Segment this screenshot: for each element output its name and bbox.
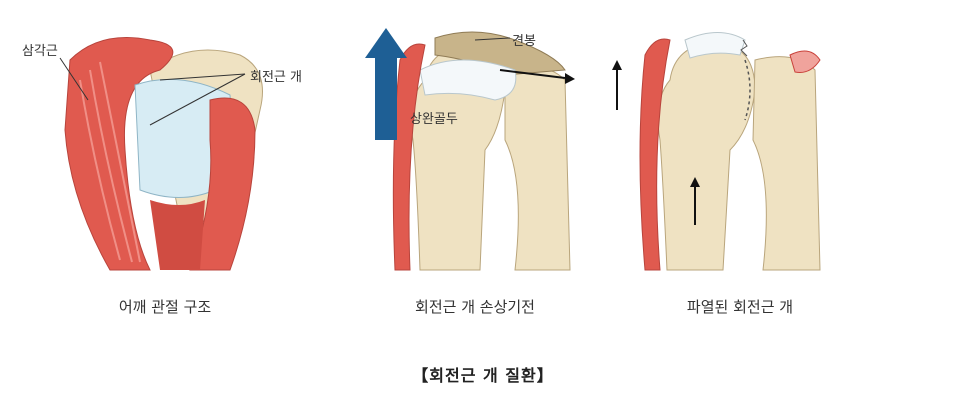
lower-muscle (150, 200, 205, 270)
torn-tendon (684, 32, 746, 59)
panel-1-caption: 어깨 관절 구조 (118, 298, 212, 316)
tendon-white (419, 59, 517, 101)
scapula-bone-2 (504, 66, 571, 271)
deltoid-stripes (79, 61, 141, 263)
acromion-label: 견봉 (512, 34, 536, 49)
diagram-title: 【회전근 개 질환】 (412, 366, 554, 385)
biceps-muscle-3 (639, 38, 671, 271)
panel-2-caption: 회전근 개 손상기전 (415, 298, 535, 316)
shoulder-structure-illustration (59, 37, 263, 271)
impingement-arrow-head (565, 73, 575, 84)
tear-dashed-outline (744, 59, 751, 121)
acromion-leader (474, 37, 511, 41)
humerus-bone-3 (657, 41, 756, 271)
cuff-leader-2 (149, 73, 246, 126)
panel-3-caption: 파열된 회전근 개 (686, 298, 794, 316)
cuff-leader-1 (159, 73, 246, 81)
up-arrow-bone-head (690, 177, 700, 187)
tear-zigzag (740, 39, 748, 57)
deltoid-label: 삼각근 (22, 44, 58, 59)
right-muscle (189, 97, 256, 271)
deltoid-leader (59, 57, 89, 101)
scapula-bone-3 (752, 56, 821, 271)
biceps-muscle (392, 43, 426, 271)
injury-mechanism-illustration (365, 28, 575, 271)
impingement-arrow (499, 69, 566, 79)
humeral-head-label: 상완골두 (410, 112, 458, 127)
torn-muscle-stump (789, 50, 821, 73)
upward-force-arrow-shaft (375, 55, 397, 140)
up-arrow-left-head (612, 60, 622, 70)
rotator-cuff-label: 회전근 개 (250, 70, 302, 85)
upward-force-arrow-head (365, 28, 407, 58)
torn-cuff-illustration (612, 32, 821, 271)
